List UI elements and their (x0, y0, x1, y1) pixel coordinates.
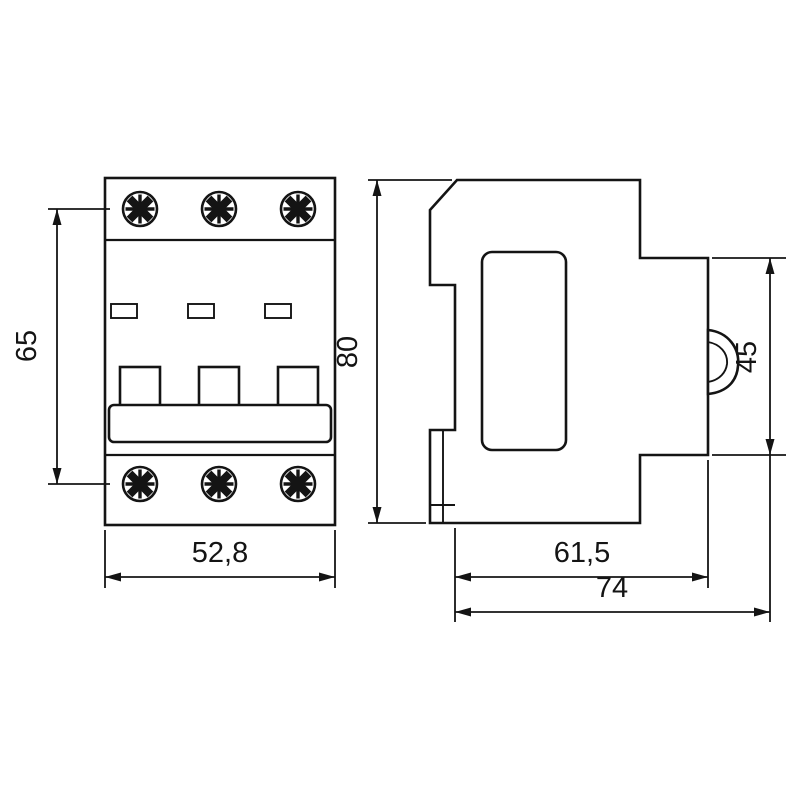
arrowhead-icon (765, 439, 775, 455)
dimension-label: 61,5 (554, 537, 610, 569)
toggle-lever (118, 365, 162, 409)
arrowhead-icon (372, 507, 382, 523)
arrowhead-icon (52, 468, 62, 484)
dimension-side-height: 80 (332, 179, 452, 524)
dimension-body-depth: 61,5 (454, 460, 709, 622)
arrowhead-icon (372, 180, 382, 196)
marking-window (187, 303, 215, 319)
screw-terminal-icon (202, 192, 236, 226)
arrowhead-icon (105, 572, 121, 582)
arrowhead-icon (319, 572, 335, 582)
label-recess (480, 250, 568, 452)
screw-terminal-icon (123, 467, 157, 501)
side-view (428, 178, 740, 525)
arrowhead-icon (455, 572, 471, 582)
screw-terminal-icon (281, 467, 315, 501)
marking-window (110, 303, 138, 319)
arrowhead-icon (455, 607, 471, 617)
dimension-label: 65 (11, 330, 43, 362)
screw-terminal-icon (281, 192, 315, 226)
dimension-label: 45 (731, 341, 763, 373)
dimension-front-height: 65 (11, 208, 110, 485)
dimension-front-width: 52,8 (104, 530, 336, 588)
arrowhead-icon (692, 572, 708, 582)
screw-terminal-icon (123, 192, 157, 226)
toggle-lever-profile (706, 328, 740, 396)
toggle-lever (197, 365, 241, 409)
toggle-inner-line (707, 341, 728, 383)
arrowhead-icon (765, 258, 775, 274)
front-view (103, 176, 337, 527)
side-body-outline (428, 178, 710, 525)
toggle-lever (276, 365, 320, 409)
marking-window (264, 303, 292, 319)
arrowhead-icon (52, 209, 62, 225)
toggle-base-bar (107, 403, 333, 444)
screw-terminal-icon (202, 467, 236, 501)
dimension-label: 74 (596, 572, 628, 604)
dimension-overall-depth: 74 (455, 572, 770, 617)
dimension-label: 80 (332, 336, 364, 368)
dimension-front-protrusion: 45 (712, 257, 786, 622)
dimension-label: 52,8 (192, 537, 248, 569)
arrowhead-icon (754, 607, 770, 617)
